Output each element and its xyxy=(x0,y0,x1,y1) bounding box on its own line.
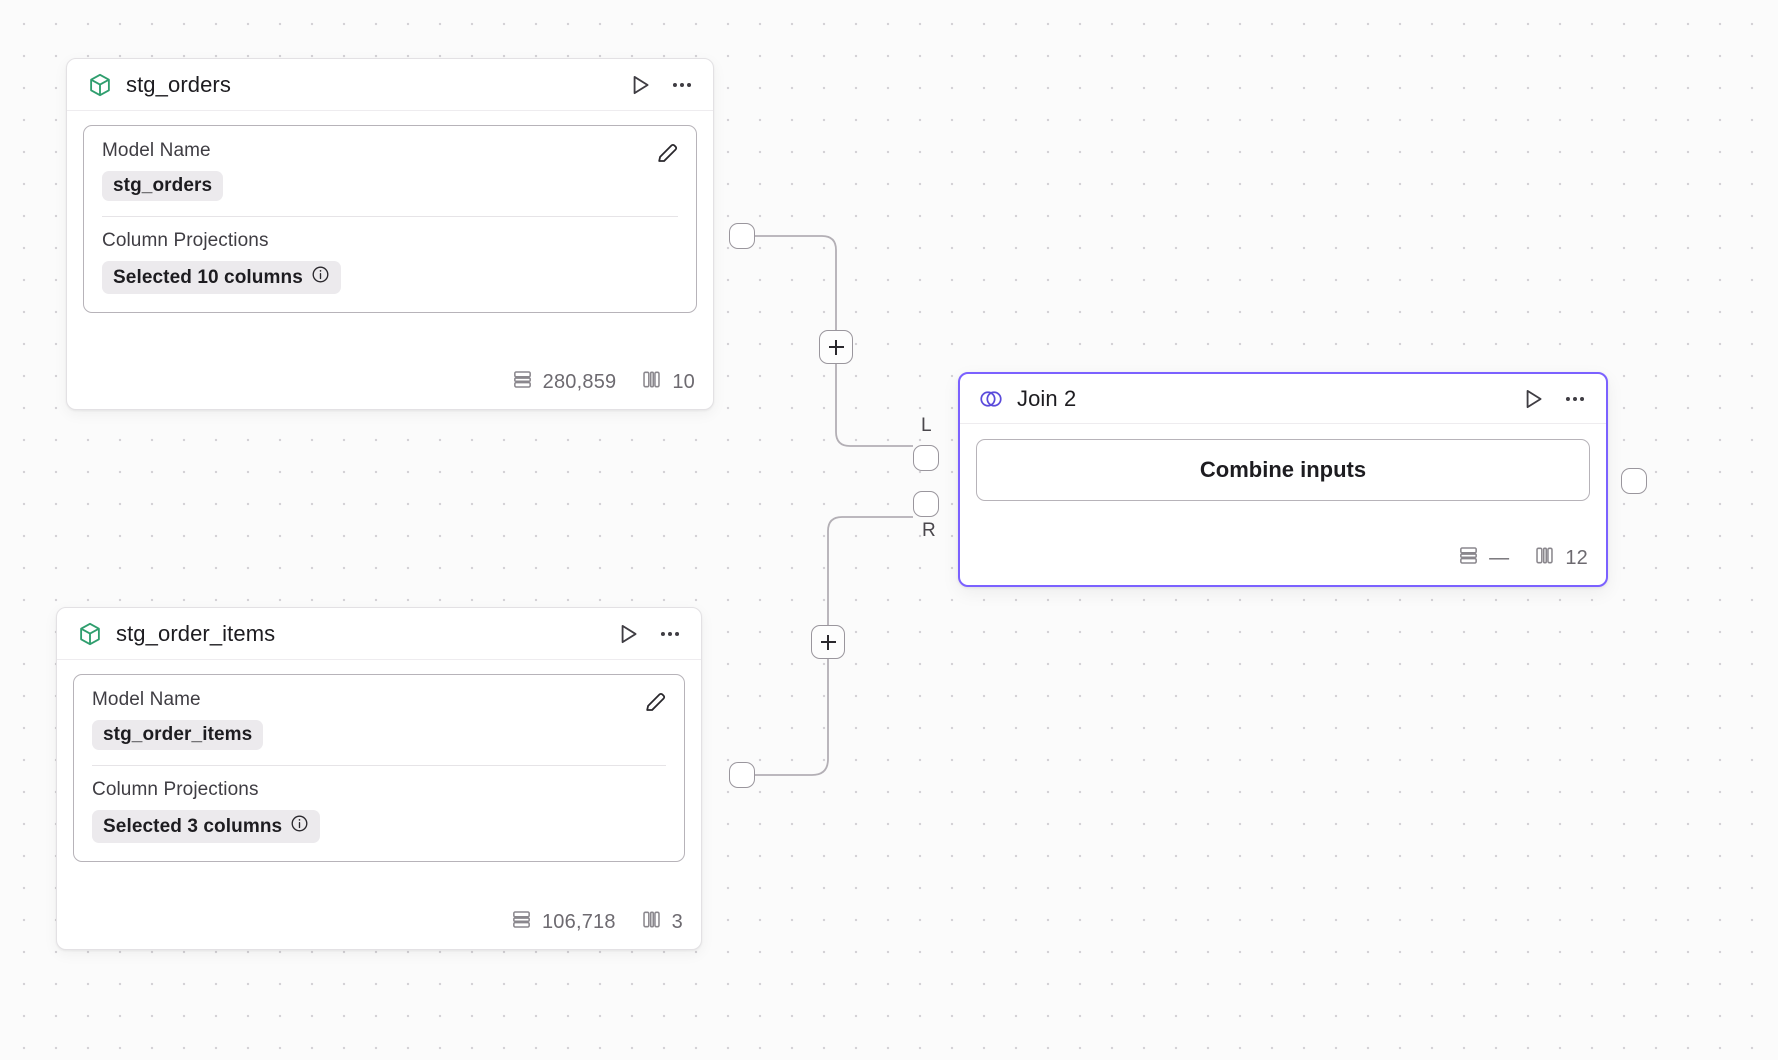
node-title: stg_order_items xyxy=(116,620,276,646)
row-count-value: 280,859 xyxy=(542,371,617,393)
node-header: Join 2 xyxy=(960,374,1606,424)
venn-join-icon xyxy=(978,386,1004,412)
model-config-box: Model Name stg_order_items Column Projec… xyxy=(73,674,685,862)
columns-icon xyxy=(1533,544,1556,573)
combine-inputs-button[interactable]: Combine inputs xyxy=(976,439,1590,501)
row-count-value: 106,718 xyxy=(541,911,616,933)
divider xyxy=(102,216,678,217)
node-header: stg_orders xyxy=(67,59,713,111)
output-port-stg-order-items[interactable] xyxy=(729,762,755,788)
add-node-button-bottom[interactable] xyxy=(811,625,845,659)
info-icon[interactable] xyxy=(290,814,309,839)
input-port-right[interactable] xyxy=(913,491,939,517)
node-footer: — 12 xyxy=(960,534,1606,585)
node-title: Join 2 xyxy=(1017,385,1077,411)
node-header: stg_order_items xyxy=(57,608,701,660)
play-icon[interactable] xyxy=(627,72,653,98)
model-name-label: Model Name xyxy=(102,140,211,161)
model-name-value[interactable]: stg_orders xyxy=(102,171,224,201)
play-icon[interactable] xyxy=(1520,386,1546,412)
column-count-value: 3 xyxy=(671,911,683,933)
node-footer: 280,859 10 xyxy=(67,358,713,409)
column-count-value: 12 xyxy=(1565,547,1588,569)
add-node-button-top[interactable] xyxy=(819,330,853,364)
node-footer: 106,718 3 xyxy=(57,898,701,949)
model-name-value[interactable]: stg_order_items xyxy=(92,720,264,750)
rows-icon xyxy=(511,368,534,397)
row-count-value: — xyxy=(1489,547,1510,569)
output-port-stg-orders[interactable] xyxy=(729,223,755,249)
cube-icon xyxy=(77,621,103,647)
divider xyxy=(92,765,666,766)
node-body: Combine inputs xyxy=(960,424,1606,534)
model-name-label: Model Name xyxy=(92,689,201,710)
input-port-left[interactable] xyxy=(913,445,939,471)
node-stg-orders[interactable]: stg_orders xyxy=(66,58,714,410)
columns-icon xyxy=(640,368,663,397)
rows-icon xyxy=(1457,544,1480,573)
pencil-icon[interactable] xyxy=(643,689,668,719)
more-options-icon[interactable] xyxy=(657,621,683,647)
cube-icon xyxy=(87,72,113,98)
column-projections-label: Column Projections xyxy=(102,230,269,251)
column-projections-text: Selected 10 columns xyxy=(113,266,303,288)
play-icon[interactable] xyxy=(615,621,641,647)
column-count-stat: 10 xyxy=(640,368,695,397)
more-options-icon[interactable] xyxy=(1562,386,1588,412)
node-stg-order-items[interactable]: stg_order_items xyxy=(56,607,702,950)
node-title: stg_orders xyxy=(126,71,231,97)
output-port-join-2[interactable] xyxy=(1621,468,1647,494)
columns-icon xyxy=(640,908,663,937)
more-options-icon[interactable] xyxy=(669,72,695,98)
rows-icon xyxy=(510,908,533,937)
model-config-box: Model Name stg_orders Column Projections… xyxy=(83,125,697,313)
row-count-stat: — xyxy=(1457,544,1509,573)
column-projections-value[interactable]: Selected 10 columns xyxy=(102,261,341,294)
node-join-2[interactable]: Join 2 Combine inputs xyxy=(958,372,1608,587)
column-projections-label: Column Projections xyxy=(92,779,259,800)
node-body: Model Name stg_order_items Column Projec… xyxy=(57,660,701,898)
row-count-stat: 280,859 xyxy=(511,368,617,397)
column-count-value: 10 xyxy=(672,371,695,393)
column-count-stat: 3 xyxy=(640,908,683,937)
input-port-label-right: R xyxy=(922,520,937,541)
column-projections-value[interactable]: Selected 3 columns xyxy=(92,810,321,843)
row-count-stat: 106,718 xyxy=(510,908,616,937)
node-body: Model Name stg_orders Column Projections… xyxy=(67,111,713,358)
info-icon[interactable] xyxy=(311,265,330,290)
column-count-stat: 12 xyxy=(1533,544,1588,573)
input-port-label-left: L xyxy=(921,415,932,436)
column-projections-text: Selected 3 columns xyxy=(103,815,283,837)
pencil-icon[interactable] xyxy=(655,140,680,170)
